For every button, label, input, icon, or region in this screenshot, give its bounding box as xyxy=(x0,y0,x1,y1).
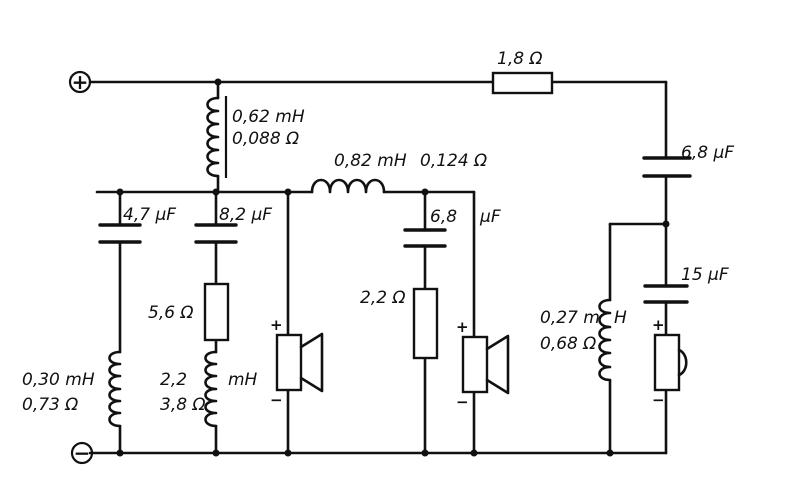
label-l-main-value: 0,62 mH xyxy=(232,107,305,127)
label-l-shunt-2-unit: mH xyxy=(228,370,258,390)
label-l-shunt-1-value: 0,30 mH xyxy=(22,370,95,390)
midrange-minus-mark: − xyxy=(456,393,469,411)
capacitor-mid-shunt xyxy=(403,228,447,248)
label-l-shunt-2-res: 3,8 Ω xyxy=(160,395,205,415)
inductor-tweeter xyxy=(598,298,612,382)
resistor-top-series xyxy=(491,71,554,95)
negative-terminal: − xyxy=(70,441,94,465)
midrange-plus-mark: + xyxy=(456,318,469,336)
label-c-tweeter-series: 6,8 μF xyxy=(681,143,734,163)
label-l-tweeter-value: 0,27 m xyxy=(540,308,600,328)
tweeter-minus-mark: − xyxy=(652,391,665,409)
label-r-series-top: 1,8 Ω xyxy=(497,49,542,69)
label-r-mid-shunt: 2,2 Ω xyxy=(360,288,405,308)
label-l-tweeter-unit: H xyxy=(614,308,627,328)
inductor-main xyxy=(206,96,228,178)
label-l-tweeter-res: 0,68 Ω xyxy=(540,334,596,354)
label-r-shunt-2: 5,6 Ω xyxy=(148,303,193,323)
inductor-shunt-2 xyxy=(204,350,218,428)
capacitor-shunt-1 xyxy=(98,223,142,244)
label-l-mid-value: 0,82 mH xyxy=(334,151,407,171)
woofer-minus-mark: − xyxy=(270,391,283,409)
midrange-driver xyxy=(461,334,510,395)
label-c-mid-shunt-unit: μF xyxy=(479,207,501,227)
label-c-shunt-1: 4,7 μF xyxy=(123,205,176,225)
wires xyxy=(88,80,668,455)
junction-dots xyxy=(116,78,670,457)
label-c-tweeter-shunt: 15 μF xyxy=(681,265,729,285)
svg-text:+: + xyxy=(72,70,89,94)
label-l-mid-res: 0,124 Ω xyxy=(420,151,487,171)
woofer-driver xyxy=(275,332,324,393)
label-l-shunt-2-value: 2,2 xyxy=(160,370,187,390)
capacitor-tweeter-shunt xyxy=(643,284,689,304)
positive-terminal: + xyxy=(68,70,92,94)
label-l-shunt-1-res: 0,73 Ω xyxy=(22,395,78,415)
inductor-mid-series xyxy=(310,178,386,194)
resistor-mid-shunt xyxy=(412,287,439,360)
label-c-mid-shunt: 6,8 xyxy=(430,207,457,227)
woofer-plus-mark: + xyxy=(270,316,283,334)
capacitor-shunt-2 xyxy=(194,223,238,244)
svg-text:−: − xyxy=(74,441,91,465)
label-l-main-res: 0,088 Ω xyxy=(232,129,299,149)
inductor-shunt-1 xyxy=(108,350,122,428)
label-c-shunt-2: 8,2 μF xyxy=(219,205,272,225)
capacitor-tweeter-series xyxy=(642,156,692,178)
tweeter-plus-mark: + xyxy=(652,316,665,334)
resistor-shunt-2 xyxy=(203,282,230,342)
tweeter-driver xyxy=(653,333,688,392)
